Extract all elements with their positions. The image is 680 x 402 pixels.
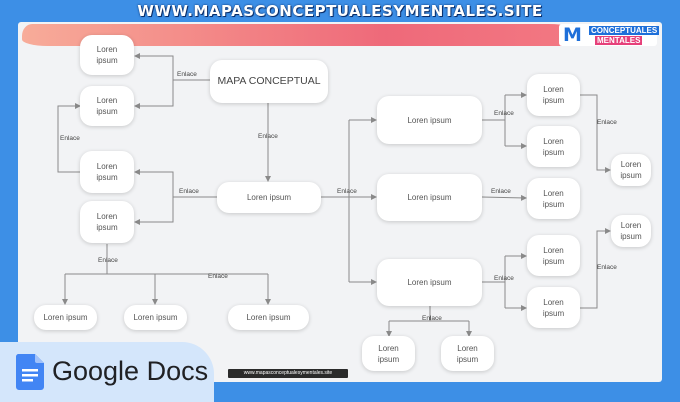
node-text-line: ipsum — [542, 308, 565, 318]
concept-node: Loren ipsum — [611, 215, 651, 247]
decorative-brush-stroke — [22, 24, 582, 46]
logo-line-2: MENTALES — [595, 36, 643, 45]
concept-node: Loren ipsum — [377, 174, 482, 221]
concept-node: Loren ipsum — [377, 259, 482, 306]
node-text-line: ipsum — [96, 223, 118, 232]
node-text-line: Loren — [378, 343, 399, 353]
node-text: Loren ipsum — [246, 193, 292, 202]
main-concept-text: MAPA CONCEPTUAL — [217, 75, 321, 87]
node-text-line: ipsum — [620, 232, 642, 241]
footer-site-url: www.mapasconceptualesymentales.site — [228, 369, 348, 378]
link-label: Enlace — [98, 257, 118, 264]
node-text-line: Loren — [96, 45, 118, 54]
node-text-line: ipsum — [542, 256, 565, 266]
concept-node: Loren ipsum — [217, 182, 321, 213]
concept-node: Loren ipsum — [228, 305, 309, 330]
link-label: Enlace — [597, 119, 617, 126]
node-text-line: Loren — [620, 160, 642, 169]
link-label: Enlace — [208, 273, 228, 280]
concept-node: Loren ipsum — [80, 201, 134, 243]
google-docs-badge: Google Docs — [0, 342, 214, 402]
link-label: Enlace — [494, 275, 514, 282]
node-text-line: Loren — [96, 162, 118, 171]
google-docs-label: Google Docs — [52, 356, 209, 386]
node-text-line: Loren — [96, 96, 118, 105]
node-text-line: ipsum — [96, 107, 118, 116]
node-text-line: Loren — [543, 245, 564, 255]
concept-node: Loren ipsum — [124, 305, 187, 330]
node-text-line: Loren — [543, 85, 564, 94]
node-text-line: ipsum — [542, 199, 565, 209]
link-label: Enlace — [494, 110, 514, 117]
node-text-line: Loren — [620, 221, 642, 230]
node-text-line: Loren — [96, 212, 118, 221]
node-text-line: Loren — [543, 297, 564, 307]
node-text-line: ipsum — [96, 56, 118, 65]
node-text-line: ipsum — [542, 147, 565, 157]
brand-logo: M CONCEPTUALES MENTALES — [559, 24, 660, 46]
node-text-line: ipsum — [620, 171, 642, 180]
link-label: Enlace — [422, 315, 442, 322]
link-label: Enlace — [258, 133, 278, 140]
concept-node: Loren ipsum — [80, 151, 134, 193]
concept-node: Loren ipsum — [80, 35, 134, 75]
logo-mark: M — [563, 24, 582, 46]
node-text-line: Loren — [543, 136, 564, 146]
main-concept-node: MAPA CONCEPTUAL — [210, 60, 328, 103]
node-text: Loren ipsum — [246, 313, 291, 322]
link-label: Enlace — [491, 188, 511, 195]
concept-node: Loren ipsum — [527, 74, 580, 116]
node-text-line: ipsum — [542, 96, 565, 105]
link-label: Enlace — [337, 188, 357, 195]
node-text-line: ipsum — [377, 354, 400, 364]
node-text: Loren ipsum — [43, 313, 88, 322]
site-url-banner: WWW.MAPASCONCEPTUALESYMENTALES.SITE — [137, 2, 543, 20]
node-text-line: Loren — [543, 188, 564, 198]
node-text: Loren ipsum — [407, 278, 452, 287]
concept-node: Loren ipsum — [34, 305, 97, 330]
link-label: Enlace — [179, 188, 199, 195]
node-text: Loren ipsum — [407, 193, 452, 202]
node-text-line: ipsum — [456, 354, 479, 364]
node-text-line: ipsum — [96, 173, 118, 182]
link-label: Enlace — [60, 135, 80, 142]
concept-node: Loren ipsum — [611, 154, 651, 186]
concept-node: Loren ipsum — [377, 96, 482, 144]
node-text-line: Loren — [457, 343, 478, 353]
google-docs-icon — [16, 354, 44, 390]
logo-line-1: CONCEPTUALES — [589, 26, 660, 35]
node-text: Loren ipsum — [133, 313, 178, 322]
link-label: Enlace — [177, 71, 197, 78]
concept-node: Loren ipsum — [80, 86, 134, 126]
link-label: Enlace — [597, 264, 617, 271]
node-text: Loren ipsum — [407, 115, 452, 125]
